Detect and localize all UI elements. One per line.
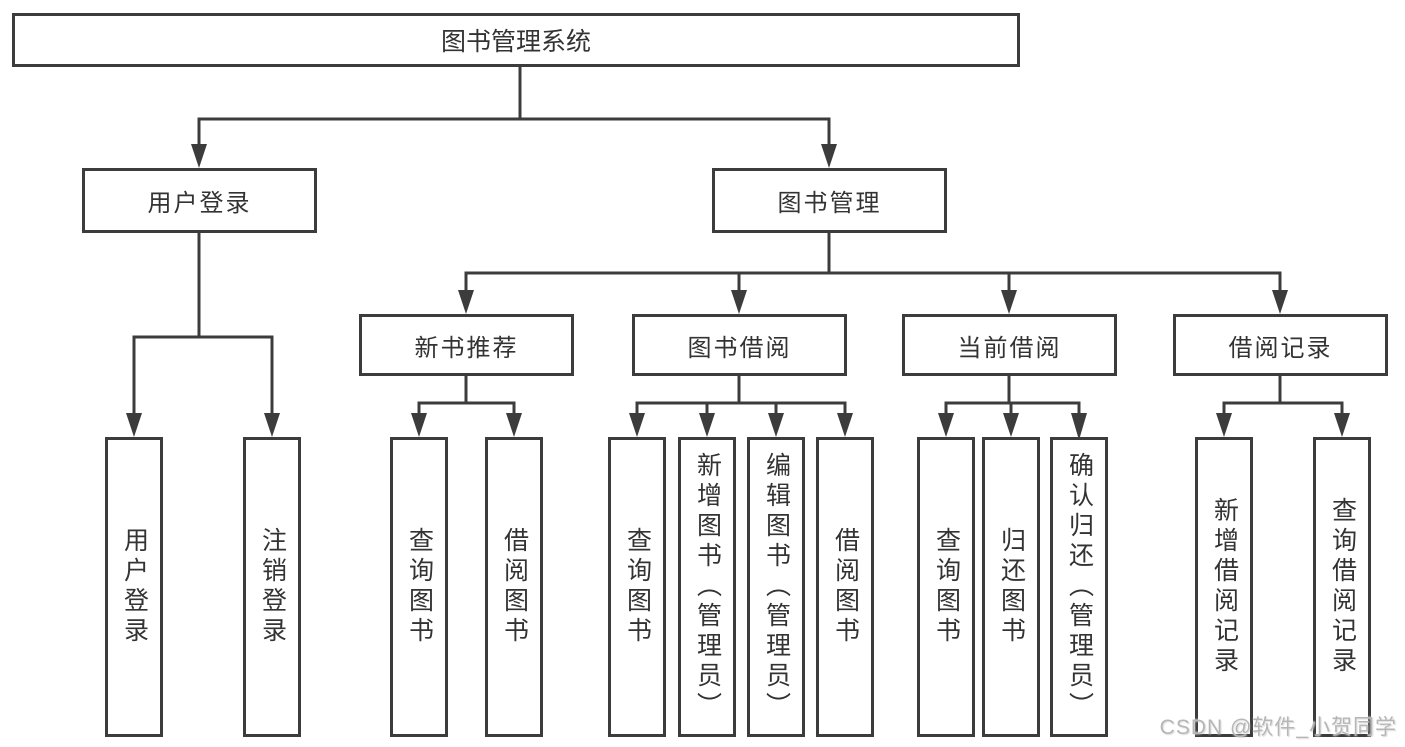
- leaf-newbook-query-book: 查询图书: [390, 437, 448, 737]
- leaf-record-add-record: 新增借阅记录: [1195, 437, 1253, 737]
- connector-user-login: [132, 233, 274, 419]
- leaf-borrow-add-book-admin: 新增图书（管理员）: [678, 437, 736, 737]
- node-book-borrow: 图书借阅: [632, 314, 847, 376]
- node-current-borrow: 当前借阅: [902, 314, 1117, 376]
- node-borrow-record: 借阅记录: [1173, 314, 1388, 376]
- leaf-user-login: 用户登录: [105, 437, 163, 737]
- leaf-borrow-borrow-book: 借阅图书: [816, 437, 874, 737]
- arrowhead-icon: [1272, 290, 1288, 314]
- arrowhead-icon: [506, 413, 522, 437]
- node-new-book-recommend: 新书推荐: [359, 314, 574, 376]
- arrowhead-icon: [699, 413, 715, 437]
- leaf-borrow-query-book: 查询图书: [608, 437, 666, 737]
- arrowhead-icon: [1001, 290, 1017, 314]
- node-system-root: 图书管理系统: [12, 13, 1020, 67]
- leaf-current-return-book: 归还图书: [982, 437, 1040, 737]
- node-user-login: 用户登录: [82, 168, 317, 233]
- connector-current-borrow: [944, 376, 1081, 419]
- node-book-management: 图书管理: [712, 168, 947, 233]
- arrowhead-icon: [629, 413, 645, 437]
- connector-new-book: [417, 376, 516, 419]
- arrowhead-icon: [1071, 413, 1087, 440]
- arrowhead-icon: [1334, 413, 1350, 437]
- arrowhead-icon: [731, 290, 747, 314]
- arrowhead-icon: [191, 144, 207, 168]
- leaf-newbook-borrow-book: 借阅图书: [485, 437, 543, 737]
- arrowhead-icon: [264, 413, 280, 437]
- leaf-current-confirm-return-admin: 确认归还（管理员）: [1050, 437, 1108, 737]
- arrowhead-icon: [458, 290, 474, 314]
- connector-root: [197, 67, 831, 150]
- leaf-logout: 注销登录: [243, 437, 301, 737]
- leaf-borrow-edit-book-admin: 编辑图书（管理员）: [747, 437, 805, 737]
- arrowhead-icon: [938, 413, 954, 437]
- arrowhead-icon: [411, 413, 427, 437]
- leaf-record-query-record: 查询借阅记录: [1313, 437, 1371, 737]
- arrowhead-icon: [821, 144, 837, 168]
- connector-book-borrow: [635, 376, 847, 419]
- connector-borrow-record: [1222, 376, 1344, 419]
- arrowhead-icon: [1216, 413, 1232, 437]
- arrowhead-icon: [837, 413, 853, 437]
- connector-book-mgmt: [464, 233, 1282, 296]
- arrowhead-icons: [126, 144, 1350, 440]
- leaf-current-query-book: 查询图书: [917, 437, 975, 737]
- arrowhead-icon: [126, 413, 142, 437]
- arrowhead-icon: [768, 413, 784, 437]
- arrowhead-icon: [1003, 413, 1019, 437]
- csdn-watermark: CSDN @软件_小贺同学: [1159, 716, 1397, 739]
